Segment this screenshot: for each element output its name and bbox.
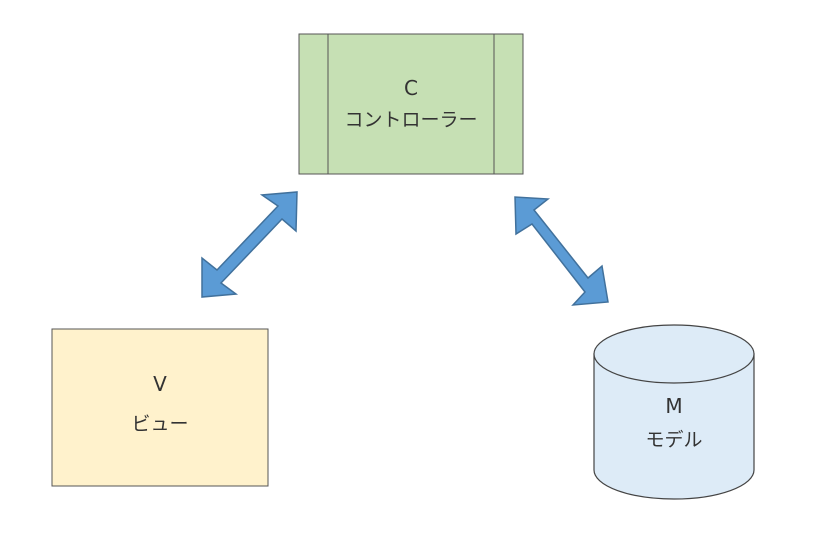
view-box — [51, 328, 269, 487]
controller-letter: C — [404, 76, 418, 100]
controller-box — [298, 33, 524, 175]
double-arrow-view-controller — [201, 191, 298, 298]
model-cylinder-top — [593, 324, 755, 384]
model-letter: M — [665, 394, 682, 418]
controller-node[interactable]: C コントローラー — [298, 33, 524, 175]
double-arrow-controller-model — [514, 196, 609, 306]
model-node[interactable]: M モデル — [593, 324, 755, 500]
view-label: ビュー — [131, 413, 188, 435]
model-label: モデル — [645, 429, 702, 451]
controller-label: コントローラー — [344, 109, 477, 131]
view-node[interactable]: V ビュー — [51, 328, 269, 487]
view-letter: V — [153, 372, 167, 396]
model-cylinder-body — [593, 353, 755, 500]
